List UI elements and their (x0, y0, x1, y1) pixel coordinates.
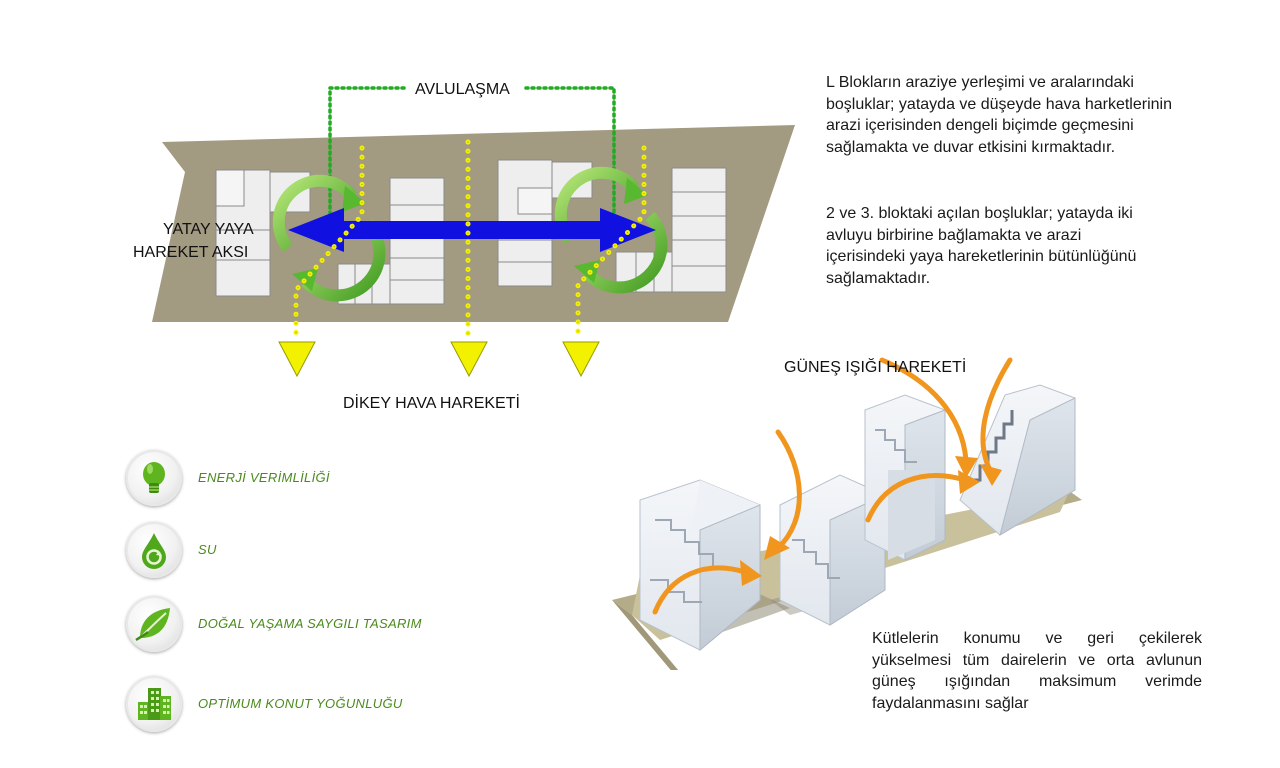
legend-label-nature: DOĞAL YAŞAMA SAYGILI TASARIM (198, 616, 422, 631)
courtyard-circulation-left (272, 174, 386, 302)
horizontal-label-line2: HAREKET AKSI (133, 244, 248, 261)
description-paragraph-2: 2 ve 3. bloktaki açılan boşluklar; yatay… (826, 205, 1137, 287)
vertical-air-triangles (278, 341, 600, 378)
legend-item-water: SU (126, 522, 456, 582)
legend-item-energy: ENERJİ VERİMLİLİĞİ (126, 450, 456, 510)
horizontal-axis-arrow (288, 208, 656, 252)
legend-label-water: SU (198, 542, 217, 557)
horizontal-label-line1: YATAY YAYA (163, 221, 254, 238)
legend-label-energy: ENERJİ VERİMLİLİĞİ (198, 470, 330, 485)
legend-item-density: OPTİMUM KONUT YOĞUNLUĞU (126, 676, 456, 736)
site-plan-diagram: AVLULAŞMA YATAY YAYA HAREKET AKSI DİKEY … (133, 81, 795, 412)
building-icon (126, 676, 182, 732)
sunlight-massing-diagram: GÜNEŞ IŞIĞI HAREKETİ (612, 357, 1082, 670)
legend-label-density: OPTİMUM KONUT YOĞUNLUĞU (198, 696, 403, 711)
mass-4 (959, 384, 1076, 537)
sunlight-arrows (652, 357, 1013, 615)
legend-item-nature: DOĞAL YAŞAMA SAYGILI TASARIM (126, 596, 456, 656)
lightbulb-icon (126, 450, 182, 506)
sunlight-arrowheads (740, 456, 1002, 586)
leaf-icon (126, 596, 182, 652)
description-paragraph-3: Kütlelerin konumu ve geri çekilerek yüks… (872, 630, 1202, 712)
water-drop-icon (126, 522, 182, 578)
mass-1 (639, 479, 761, 652)
sunlight-label: GÜNEŞ IŞIĞI HAREKETİ (784, 357, 966, 376)
courtyard-label: AVLULAŞMA (415, 81, 510, 98)
description-paragraph-1: L Blokların araziye yerleşimi ve araları… (826, 74, 1172, 156)
mass-3 (864, 394, 946, 561)
vertical-air-label: DİKEY HAVA HAREKETİ (343, 393, 520, 412)
